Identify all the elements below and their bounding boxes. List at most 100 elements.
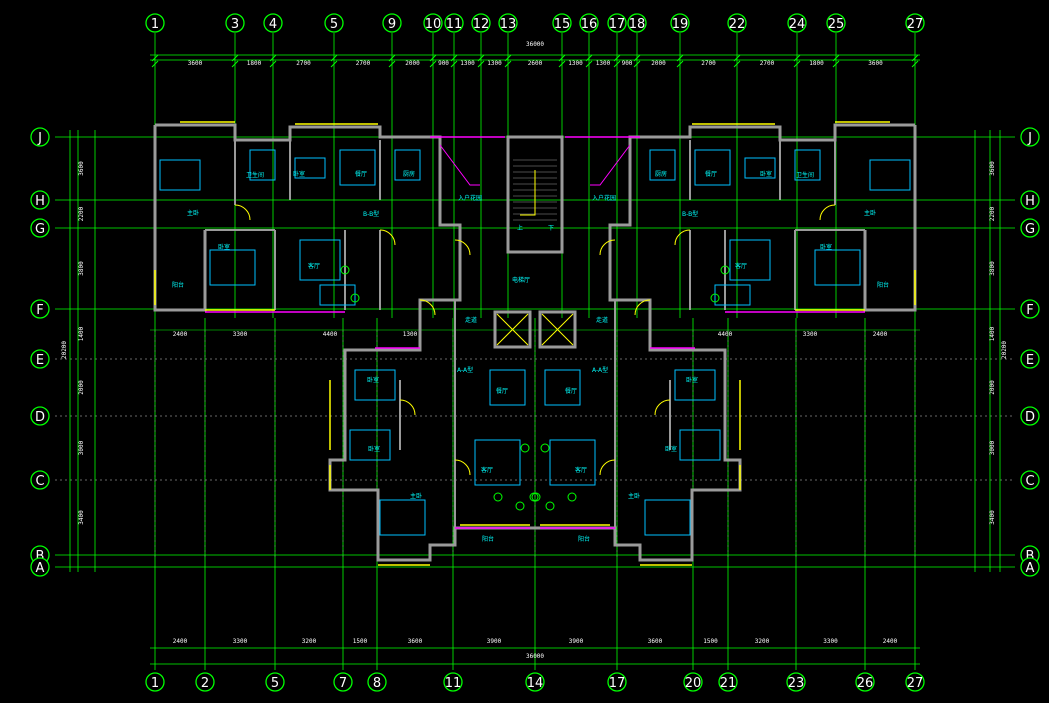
right-dim-text-0: 3600	[989, 161, 996, 176]
bed-right-7	[674, 369, 716, 401]
unit-label-a-left: A-A型	[457, 366, 473, 374]
room-label-master-right: 主卧	[864, 209, 876, 217]
axis-bubble-top-17-label: 17	[609, 17, 626, 32]
axis-bubble-top-16: 16	[579, 13, 599, 33]
elevator-right	[538, 310, 577, 349]
room-label-balcony-a-left: 阳台	[482, 535, 494, 543]
mid-dim-text-2: 4400	[323, 331, 338, 338]
axis-bubble-top-11-circle	[444, 13, 464, 33]
mid-dim-text-6: 2400	[873, 331, 888, 338]
top-tick-0-0	[151, 54, 159, 62]
axis-bubble-right-G-label: G	[1025, 222, 1035, 237]
plant-right-3	[545, 501, 555, 511]
axis-bubble-top-1: 1	[145, 13, 165, 33]
room-label-dining-a-right: 餐厅	[565, 387, 577, 395]
bed-left-8	[349, 429, 391, 461]
tv-right-4	[714, 284, 751, 306]
axis-bubble-right-J-label: J	[1027, 131, 1032, 146]
top-dim-text-9: 1300	[568, 60, 583, 67]
plant-right-5	[520, 443, 530, 453]
right-total-dim-text: 20200	[1001, 341, 1008, 359]
axis-bubble-left-H: H	[30, 190, 50, 210]
axis-bubble-left-J-circle	[30, 127, 50, 147]
axis-bubble-top-1-circle	[145, 13, 165, 33]
axis-bubble-right-C: C	[1020, 470, 1040, 490]
axis-bubble-bottom-8-circle	[367, 672, 387, 692]
top-tick-3-0	[330, 54, 338, 62]
plant-right-4	[531, 492, 541, 502]
room-label-master-a-right: 主卧	[628, 492, 640, 500]
corridor-label-right: 走道	[596, 316, 608, 324]
axis-bubble-right-G: G	[1020, 218, 1040, 238]
axis-bubble-bottom-14-label: 14	[527, 676, 544, 691]
room-label-living-a-right: 客厅	[575, 466, 587, 474]
axis-bubble-bottom-7-label: 7	[339, 676, 347, 691]
axis-grid-lines	[55, 33, 1015, 670]
plant-right-2	[567, 492, 577, 502]
axis-bubble-bottom-17-label: 17	[609, 676, 626, 691]
door-swing-left-0	[234, 204, 251, 221]
mid-dim-text-0: 2400	[173, 331, 188, 338]
axis-bubble-right-F-circle	[1020, 299, 1040, 319]
axis-bubble-bottom-17: 17	[607, 672, 627, 692]
axis-bubble-right-H-circle	[1020, 190, 1040, 210]
axis-bubble-top-12-label: 12	[473, 17, 490, 32]
axis-bubble-bottom-1: 1	[145, 672, 165, 692]
axis-bubble-bottom-2: 2	[195, 672, 215, 692]
top-tick-13-0	[676, 54, 684, 62]
elevator-left	[493, 310, 532, 349]
right-dim-text-4: 2000	[989, 380, 996, 395]
stair-arrow	[520, 170, 536, 216]
axis-bubble-right-A: A	[1020, 557, 1040, 577]
axis-bubble-bottom-26-circle	[855, 672, 875, 692]
room-label-bedroom-a2-right: 卧室	[665, 445, 677, 453]
axis-bubble-right-J-circle	[1020, 127, 1040, 147]
axis-bubble-top-18-label: 18	[629, 17, 646, 32]
axis-bubble-left-H-circle	[30, 190, 50, 210]
axis-bubble-bottom-26-label: 26	[857, 676, 874, 691]
axis-bubble-bottom-26: 26	[855, 672, 875, 692]
top-tick-16-1	[832, 60, 840, 68]
axis-bubble-bottom-5-label: 5	[271, 676, 279, 691]
bottom-dim-text-7: 3600	[648, 638, 663, 645]
axis-bubble-top-10-circle	[423, 13, 443, 33]
axis-bubble-left-C-circle	[30, 470, 50, 490]
top-tick-7-0	[477, 54, 485, 62]
stove-right-6	[649, 149, 676, 181]
axis-bubble-left-B-label: B	[36, 549, 45, 564]
top-tick-9-0	[558, 54, 566, 62]
axis-bubble-top-9: 9	[382, 13, 402, 33]
top-tick-16-0	[832, 54, 840, 62]
axis-bubble-bottom-14: 14	[525, 672, 545, 692]
door-swing-left-3	[454, 459, 471, 476]
axis-bubble-bottom-11: 11	[443, 672, 463, 692]
right-dim-text-2: 3800	[989, 261, 996, 276]
axis-bubble-left-D-label: D	[35, 410, 45, 425]
room-label-bedroom-left-top: 卧室	[293, 170, 305, 178]
axis-bubble-top-15: 15	[552, 13, 572, 33]
top-total-dimension: 36000	[526, 41, 544, 48]
axis-bubble-top-19: 19	[670, 13, 690, 33]
plant-left-2	[493, 492, 503, 502]
lobby-label: 电梯厅	[512, 276, 530, 284]
axis-bubble-top-10: 10	[423, 13, 443, 33]
axis-bubble-left-G-label: G	[35, 222, 45, 237]
top-tick-2-0	[269, 54, 277, 62]
dining-table-right-5	[694, 149, 731, 186]
sofa-right-3	[729, 239, 771, 281]
axis-bubble-bottom-20-circle	[683, 672, 703, 692]
bottom-dim-text-2: 3200	[302, 638, 317, 645]
axis-bubble-bottom-27: 27	[905, 672, 925, 692]
door-swing-right-2	[654, 399, 671, 416]
top-tick-7-1	[477, 60, 485, 68]
axis-bubble-top-25: 25	[826, 13, 846, 33]
dining-table-left-5	[339, 149, 376, 186]
top-tick-8-0	[504, 54, 512, 62]
room-label-kitchen-left-top: 厨房	[403, 170, 415, 178]
bottom-dim-text-9: 3200	[755, 638, 770, 645]
axis-bubble-bottom-1-label: 1	[151, 676, 159, 691]
dining-table-right-10	[544, 369, 581, 406]
axis-bubble-bottom-11-label: 11	[445, 676, 462, 691]
axis-bubble-bottom-21-label: 21	[720, 676, 737, 691]
